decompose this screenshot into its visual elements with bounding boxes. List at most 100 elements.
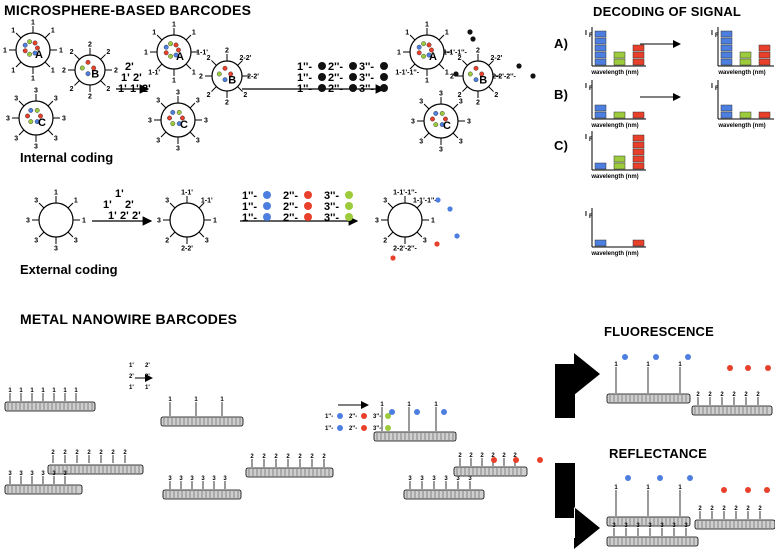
- spike-label: 3: [54, 246, 58, 253]
- spike-label: 2: [88, 94, 92, 101]
- probe-label: 2: [480, 453, 484, 459]
- spike-label: 2: [106, 86, 110, 93]
- spike-label: 3: [34, 144, 38, 151]
- intensity-block: [720, 58, 733, 66]
- probe-label: 1: [220, 397, 224, 403]
- reporter-dot: [389, 409, 395, 415]
- spike-label: 2: [165, 237, 169, 244]
- sphere-spike: [488, 60, 494, 66]
- reagent-label: 2': [129, 374, 134, 380]
- sphere-outline: [74, 54, 106, 86]
- reagent-dot: [361, 413, 367, 419]
- spike-label: 1: [82, 218, 86, 225]
- reagent-dot: [337, 425, 343, 431]
- reagent-dot: [263, 191, 271, 199]
- sphere-spike: [189, 131, 196, 138]
- sphere-spike: [74, 80, 80, 86]
- sphere-spike: [416, 231, 423, 238]
- spike-label: 3: [196, 137, 200, 144]
- sphere-spike: [47, 100, 54, 107]
- sphere-spike: [156, 34, 163, 41]
- reporter-dot: [653, 354, 659, 360]
- dye-bead: [430, 116, 435, 122]
- dye-bead: [467, 71, 473, 77]
- nanowire: [245, 467, 334, 478]
- sphere-spike: [462, 86, 468, 92]
- decoding-title: DECODING OF SIGNAL: [593, 4, 742, 19]
- spike-label: 3: [165, 198, 169, 205]
- sphere-letter: C: [38, 117, 46, 129]
- reporter-dot: [414, 409, 420, 415]
- nanowire: [403, 489, 485, 500]
- reagent-dot: [380, 73, 388, 81]
- intensity-block: [594, 111, 607, 119]
- sphere-spike: [47, 129, 54, 136]
- probe-label: 1: [434, 402, 438, 408]
- sphere-spike: [211, 60, 217, 66]
- spike-label: 1: [144, 50, 148, 57]
- y-axis-label: I: [585, 83, 587, 90]
- reagent-label: 3''-: [359, 83, 374, 95]
- spike-label: 2: [70, 49, 74, 56]
- probe-label: 2: [322, 454, 326, 460]
- reagent-label: 1''-: [297, 72, 312, 84]
- spike-label: 2: [106, 49, 110, 56]
- spike-label: 2: [243, 92, 247, 99]
- intensity-block: [613, 155, 626, 163]
- reporter-dot: [434, 241, 440, 247]
- nanowire: [606, 516, 691, 527]
- intensity-block: [758, 111, 771, 119]
- sphere-spike: [38, 231, 45, 238]
- spike-label: 1-1'-1''-: [413, 198, 437, 205]
- intensity-block: [758, 58, 771, 66]
- reporter-dot: [687, 475, 693, 481]
- sphere-outline: [15, 32, 51, 68]
- sphere-outline: [156, 34, 192, 70]
- spike-label: 1: [405, 30, 409, 37]
- x-axis-label: wavelength (nm): [717, 123, 765, 129]
- external-coding-label: External coding: [20, 262, 118, 277]
- probe-label: 2: [756, 392, 760, 398]
- probe-label: 3: [612, 523, 616, 529]
- reporter-dot: [657, 475, 663, 481]
- spike-label: 3: [34, 237, 38, 244]
- spike-label: 1-1': [181, 190, 193, 197]
- probe-label: 1: [614, 362, 618, 368]
- spike-label: 1: [74, 198, 78, 205]
- spike-label: 3: [54, 96, 58, 103]
- probe-label: 2: [469, 453, 473, 459]
- probe-label: 2: [698, 506, 702, 512]
- sphere-spike: [387, 231, 394, 238]
- wire-body: [373, 431, 457, 442]
- sphere-spike: [156, 63, 163, 70]
- sphere-letter: B: [479, 75, 487, 87]
- spike-label: 1-1': [201, 198, 213, 205]
- intensity-block: [632, 162, 645, 170]
- spike-label: 3: [204, 118, 208, 125]
- spike-label: 3: [196, 98, 200, 105]
- spike-label: 1-1'-1''-: [443, 50, 467, 57]
- y-axis-sub: F: [715, 86, 719, 92]
- probe-label: 1: [168, 397, 172, 403]
- spike-label: 1: [431, 218, 435, 225]
- intensity-block: [720, 111, 733, 119]
- sphere-spike: [488, 86, 494, 92]
- probe-label: 3: [420, 476, 424, 482]
- x-axis-label: wavelength (nm): [590, 70, 638, 76]
- dye-bead: [170, 121, 176, 126]
- sphere-outline: [462, 60, 494, 92]
- wire-body: [606, 536, 699, 547]
- reagent-label: 3''-: [373, 426, 381, 432]
- probe-label: 1: [8, 388, 12, 394]
- dye-bead: [167, 115, 172, 121]
- spike-label: 1: [51, 67, 55, 74]
- probe-label: 2: [746, 506, 750, 512]
- intensity-block: [632, 239, 645, 247]
